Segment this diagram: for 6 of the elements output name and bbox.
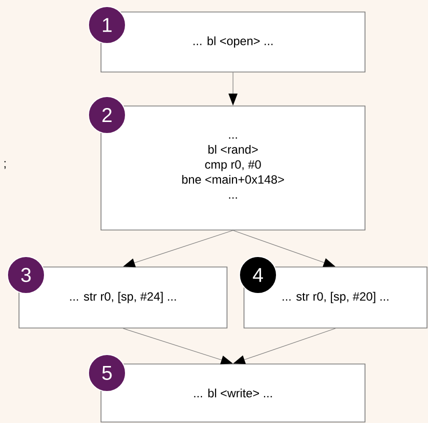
text-fragment: ; <box>4 161 6 169</box>
number-badge: 3 <box>7 256 45 294</box>
number-badge: 4 <box>239 256 277 294</box>
number-badge: 1 <box>88 6 126 44</box>
number-badge: 2 <box>88 96 126 134</box>
number-badge: 5 <box>88 354 126 392</box>
